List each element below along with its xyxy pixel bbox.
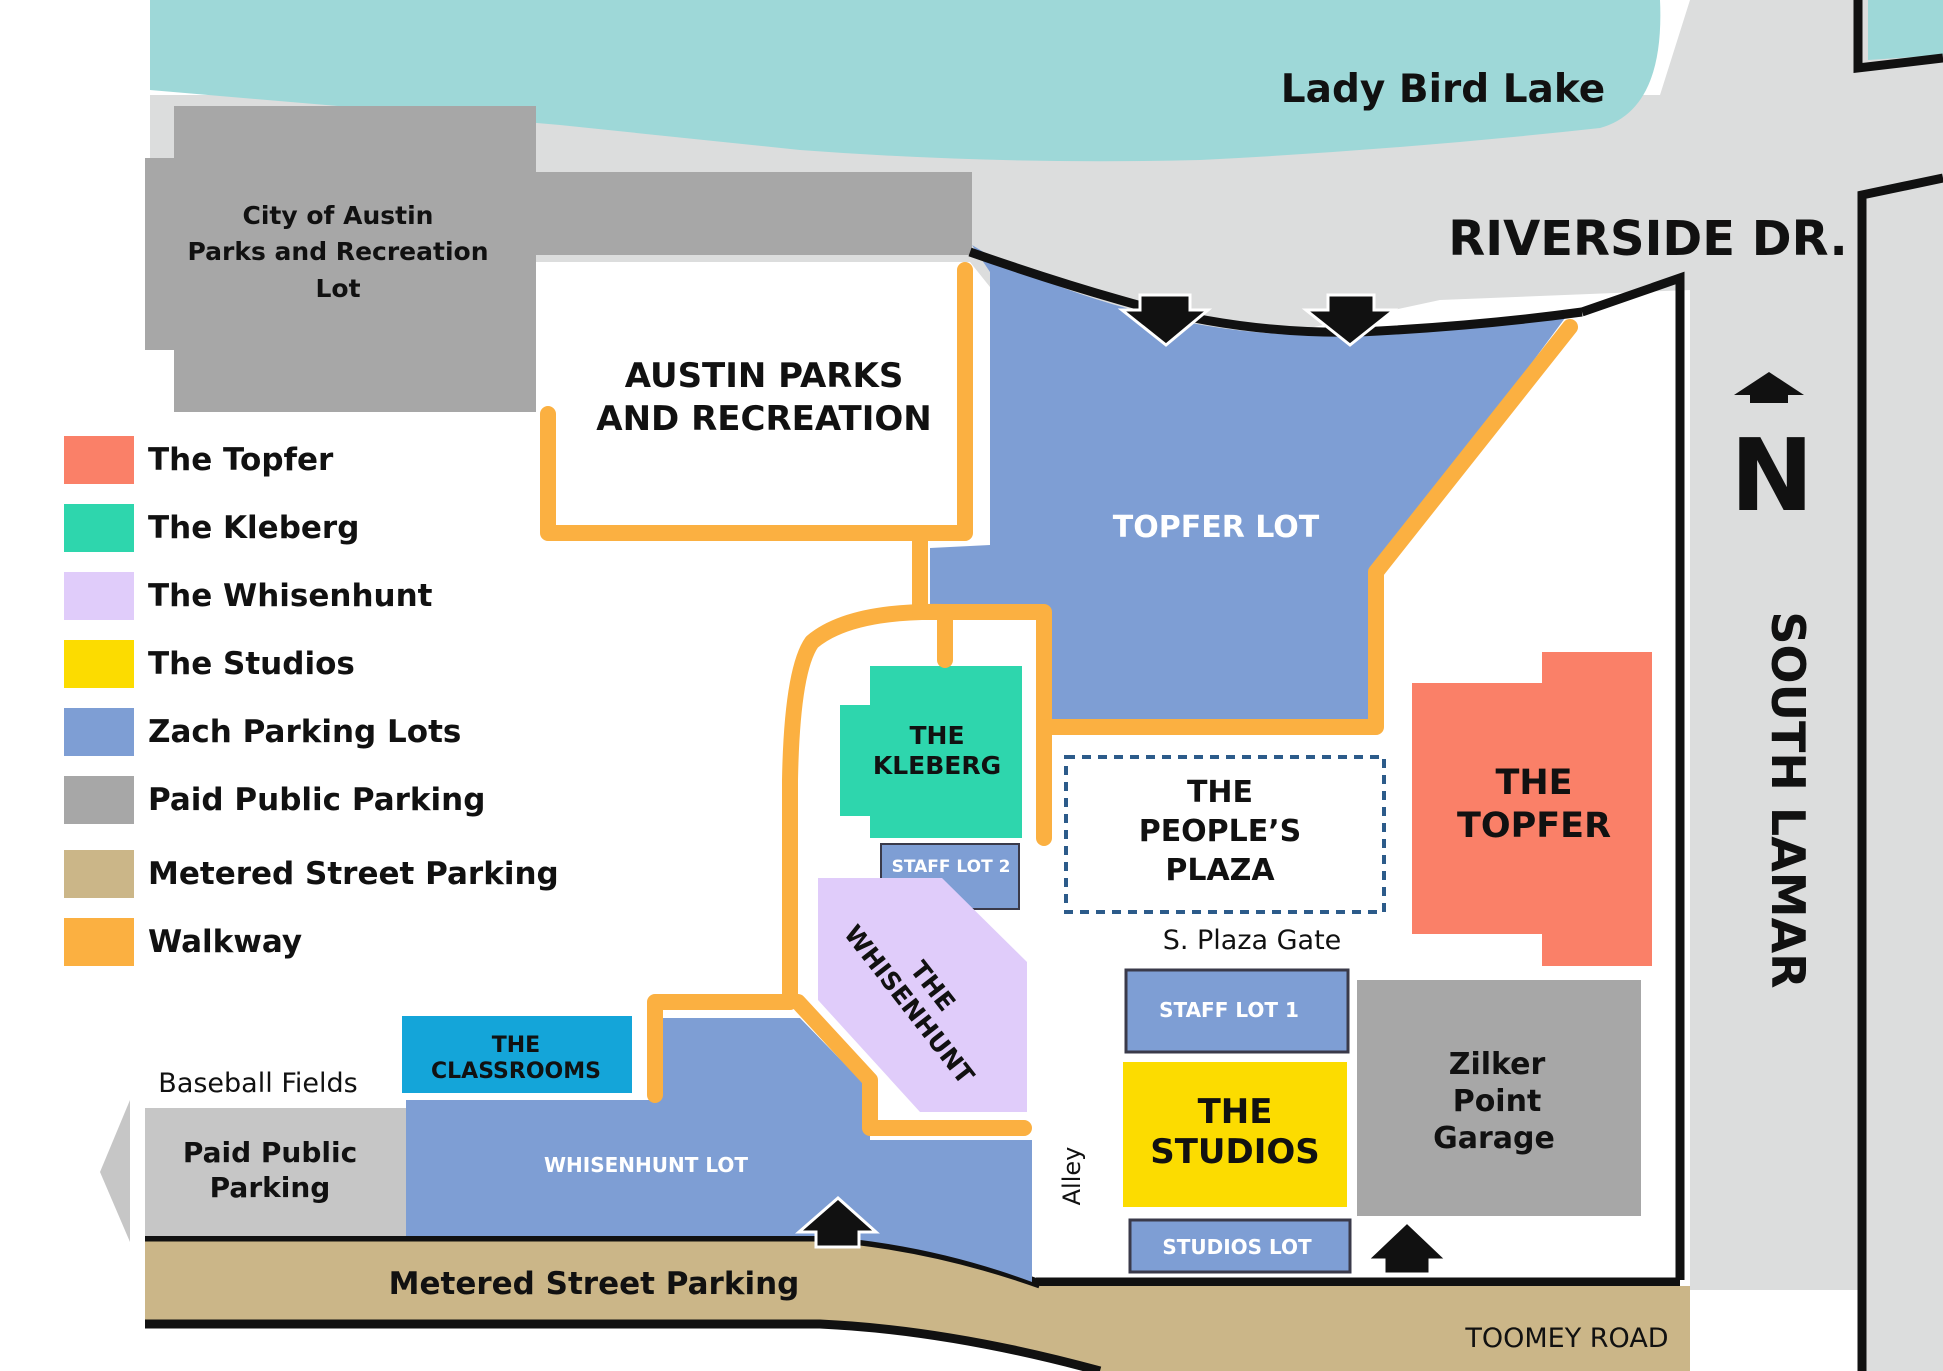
legend-label: The Topfer: [148, 442, 334, 478]
up-arrow-icon: [794, 1195, 880, 1249]
classrooms-label-2: CLASSROOMS: [431, 1059, 601, 1084]
austin-parks-label-2: AND RECREATION: [596, 399, 931, 439]
topfer-label-2: TOPFER: [1457, 806, 1611, 846]
up-arrow-icon: [1363, 1219, 1451, 1276]
legend-swatch: [64, 776, 134, 824]
legend-label: The Whisenhunt: [148, 578, 433, 614]
legend-label: The Studios: [148, 646, 355, 682]
peoples-plaza-label-3: PLAZA: [1165, 853, 1275, 888]
riverside-curb: [968, 247, 1583, 337]
staff-lot-1-label: STAFF LOT 1: [1159, 998, 1299, 1022]
studios-label-1: THE: [1198, 1092, 1273, 1132]
legend-item: Paid Public Parking: [64, 776, 485, 824]
legend-item: The Kleberg: [64, 504, 359, 552]
alley-label: Alley: [1058, 1147, 1086, 1206]
lake-label: Lady Bird Lake: [1281, 67, 1605, 112]
baseball-paid-parking: [145, 1108, 406, 1236]
legend-swatch: [64, 504, 134, 552]
left-arrow-icon: [100, 1100, 130, 1242]
legend-label: The Kleberg: [148, 510, 360, 546]
legend-label: Zach Parking Lots: [148, 714, 462, 750]
legend-label: Walkway: [148, 924, 303, 960]
legend-item: Walkway: [64, 918, 302, 966]
topfer-label-1: THE: [1495, 763, 1572, 803]
zilker-label-3: Garage: [1433, 1121, 1555, 1156]
kleberg-building: [840, 666, 1022, 838]
studios-building: [1123, 1062, 1347, 1207]
lake-corner: [1868, 0, 1943, 60]
whisenhunt-building: [818, 878, 1027, 1112]
metered-street-parking: [145, 1236, 1690, 1371]
south-lamar-edge: [1857, 173, 1943, 1371]
studios-lot: [1128, 1218, 1352, 1274]
south-lamar-label: SOUTH LAMAR: [1761, 611, 1815, 988]
city-parks-lot: [145, 106, 972, 412]
east-curb: [1580, 271, 1685, 1280]
kleberg-label-2: KLEBERG: [873, 751, 1001, 780]
legend-swatch: [64, 640, 134, 688]
studios-lot-label: STUDIOS LOT: [1162, 1235, 1312, 1259]
peoples-plaza-label-2: PEOPLE’S: [1139, 814, 1302, 849]
kleberg-label-1: THE: [909, 721, 964, 750]
staff-lot-1: [1124, 968, 1350, 1054]
staff-lot-2-label: STAFF LOT 2: [892, 857, 1011, 877]
north-label: N: [1730, 417, 1814, 534]
riverside-label: RIVERSIDE DR.: [1448, 211, 1847, 267]
peoples-plaza-area: [1064, 755, 1386, 914]
legend-item: The Topfer: [64, 436, 333, 484]
baseball-fields-label: Baseball Fields: [158, 1068, 357, 1099]
legend-label: Paid Public Parking: [148, 782, 486, 818]
legend-item: The Studios: [64, 640, 355, 688]
topfer-lot-shape: [930, 245, 1565, 720]
metered-bottom-line: [145, 1319, 1102, 1371]
zilker-label-2: Point: [1453, 1084, 1542, 1119]
parks-lot-label-2: Parks and Recreation: [187, 237, 488, 266]
peoples-plaza-label-1: THE: [1187, 775, 1253, 810]
north-arrow-icon: [1734, 372, 1804, 403]
walkways: [540, 262, 1578, 1136]
parks-lot-label-3: Lot: [315, 274, 360, 303]
toomey-label: TOOMEY ROAD: [1464, 1323, 1668, 1354]
whisenhunt-lot-shape: [406, 1018, 1032, 1282]
metered-label: Metered Street Parking: [389, 1266, 800, 1302]
whisenhunt-lot-label: WHISENHUNT LOT: [544, 1153, 748, 1177]
zilker-point-garage: [1357, 980, 1641, 1216]
legend-item: Zach Parking Lots: [64, 708, 461, 756]
lake-corner-outline: [1853, 0, 1943, 74]
parks-lot-label-1: City of Austin: [243, 201, 434, 230]
classrooms-label-1: THE: [492, 1033, 540, 1058]
topfer-building: [1412, 652, 1652, 966]
legend-swatch: [64, 572, 134, 620]
legend-item: Metered Street Parking: [64, 850, 559, 898]
paid-public-parking-label-2: Parking: [210, 1171, 331, 1204]
topfer-lot-label: TOPFER LOT: [1113, 510, 1320, 545]
legend-item: The Whisenhunt: [64, 572, 433, 620]
legend-swatch: [64, 708, 134, 756]
legend-swatch: [64, 436, 134, 484]
classrooms-building: [402, 1016, 632, 1093]
legend-label: Metered Street Parking: [148, 856, 559, 892]
down-arrow-icon: [1301, 293, 1399, 347]
studios-label-2: STUDIOS: [1150, 1132, 1320, 1172]
paid-public-parking-label-1: Paid Public: [183, 1136, 357, 1169]
legend-swatch: [64, 918, 134, 966]
zilker-label-1: Zilker: [1449, 1047, 1546, 1082]
legend-swatch: [64, 850, 134, 898]
austin-parks-label-1: AUSTIN PARKS: [625, 356, 904, 396]
down-arrow-icon: [1117, 293, 1213, 347]
s-plaza-gate-label: S. Plaza Gate: [1163, 925, 1342, 956]
